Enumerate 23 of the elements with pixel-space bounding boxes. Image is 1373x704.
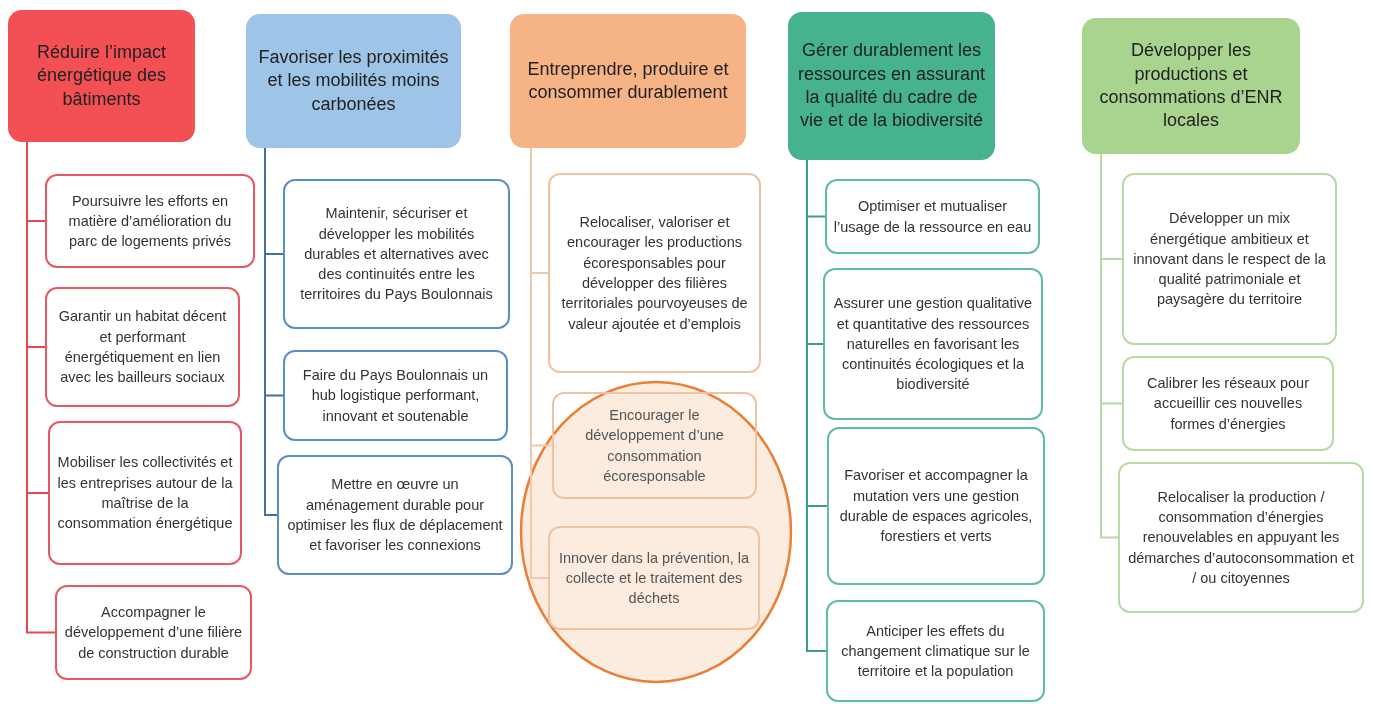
goal-heading-box: Entreprendre, produire et consommer durablement: [510, 14, 746, 148]
action-box: Innover dans la prévention, la collecte et le traitement des déchets: [548, 526, 760, 630]
action-box: Assurer une gestion qualitative et quantitative des ressources naturelles en favorisant les continuités écologiques et la biodiversité: [823, 268, 1043, 420]
action-box: Mobiliser les collectivités et les entreprises autour de la maîtrise de la consommation énergétique: [48, 421, 242, 565]
action-box: Favoriser et accompagner la mutation vers une gestion durable de espaces agricoles, forestiers et verts: [827, 427, 1045, 585]
action-box: Poursuivre les efforts en matière d’amélioration du parc de logements privés: [45, 174, 255, 268]
action-box: Relocaliser la production / consommation d’énergies renouvelables en appuyant les démarches d’autoconsommation et / ou citoyennes: [1118, 462, 1364, 613]
goal-heading-box: Gérer durablement les ressources en assurant la qualité du cadre de vie et de la biodiversité: [788, 12, 995, 160]
action-box: Calibrer les réseaux pour accueillir ces nouvelles formes d’énergies: [1122, 356, 1334, 451]
action-box: Maintenir, sécuriser et développer les mobilités durables et alternatives avec des continuités entre les territoires du Pays Boulonnais: [283, 179, 510, 329]
action-box: Encourager le développement d’une consommation écoresponsable: [552, 392, 757, 499]
action-box: Garantir un habitat décent et performant énergétiquement en lien avec les bailleurs sociaux: [45, 287, 240, 407]
action-box: Accompagner le développement d’une filière de construction durable: [55, 585, 252, 680]
action-box: Relocaliser, valoriser et encourager les productions écoresponsables pour développer des filières territoriales pourvoyeuses de valeur ajoutée et d’emplois: [548, 173, 761, 373]
action-box: Faire du Pays Boulonnais un hub logistique performant, innovant et soutenable: [283, 350, 508, 441]
action-box: Anticiper les effets du changement climatique sur le territoire et la population: [826, 600, 1045, 702]
connector-line: [264, 147, 278, 516]
goal-heading-box: Développer les productions et consommations d’ENR locales: [1082, 18, 1300, 154]
action-box: Optimiser et mutualiser l’usage de la ressource en eau: [825, 179, 1040, 254]
action-box: Mettre en œuvre un aménagement durable pour optimiser les flux de déplacement et favoriser les connexions: [277, 455, 513, 575]
action-box: Développer un mix énergétique ambitieux et innovant dans le respect de la qualité patrimoniale et paysagère du territoire: [1122, 173, 1337, 345]
goal-heading-box: Favoriser les proximités et les mobilités moins carbonées: [246, 14, 461, 148]
goal-heading-box: Réduire l’impact énergétique des bâtiments: [8, 10, 195, 142]
